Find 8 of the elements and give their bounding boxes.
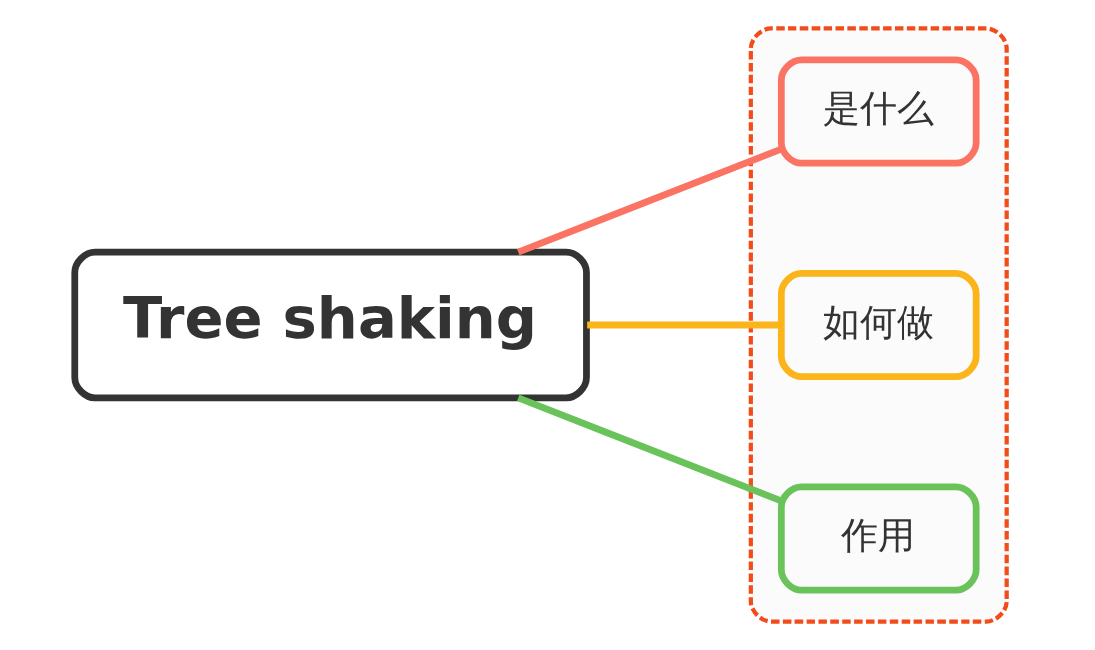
connector: [587, 321, 781, 329]
connector: [517, 394, 782, 504]
node-box: 如何做: [777, 269, 980, 381]
cluster: [748, 26, 1009, 624]
connector: [517, 146, 782, 256]
node-box: 是什么: [777, 56, 980, 167]
node-box: 作用: [777, 483, 980, 594]
node-box: Tree shaking: [71, 248, 590, 402]
